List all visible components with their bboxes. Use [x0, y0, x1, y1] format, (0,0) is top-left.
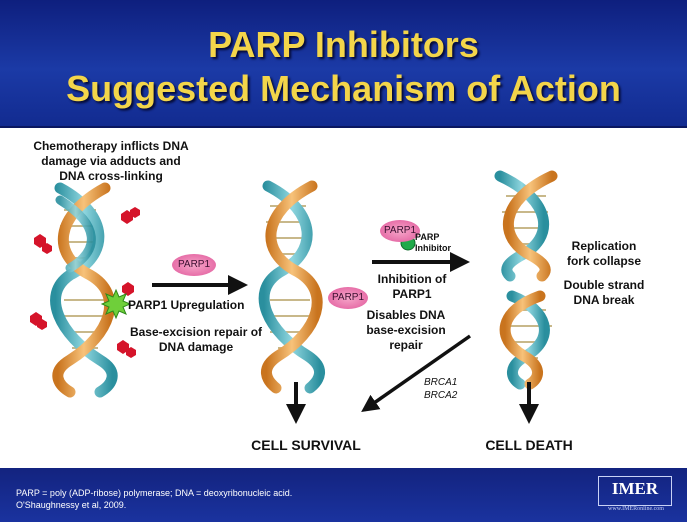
- parp1-enzyme-badge-inhibited: PARP1: [380, 220, 420, 242]
- parp1-enzyme-badge-left: PARP1: [172, 254, 216, 276]
- parp1-enzyme-badge-middle: PARP1: [328, 287, 368, 309]
- disables-line-3: repair: [389, 338, 423, 352]
- chemo-line-3: DNA cross-linking: [59, 169, 163, 183]
- title-line-2: Suggested Mechanism of Action: [66, 68, 621, 109]
- brca-caption: BRCA1 BRCA2: [424, 376, 484, 402]
- footnote-citation: O'Shaughnessy et al, 2009.: [16, 500, 127, 510]
- double-strand-line-2: DNA break: [573, 293, 635, 307]
- ber-line-1: Base-excision repair of: [129, 325, 263, 339]
- inhibition-line-2: PARP1: [392, 287, 432, 301]
- chemo-line-2: damage via adducts and: [41, 154, 181, 168]
- brca1-label: BRCA1: [424, 377, 458, 388]
- disables-repair-caption: Disables DNA base-excision repair: [354, 308, 458, 353]
- upregulation-caption: PARP1 Upregulation: [128, 298, 245, 312]
- inhibition-caption: Inhibition of PARP1: [362, 272, 462, 302]
- arrow-brca-rescue: [361, 334, 472, 413]
- replication-line-2: fork collapse: [566, 254, 642, 268]
- disables-line-1: Disables DNA: [366, 308, 446, 322]
- ber-line-2: DNA damage: [158, 340, 234, 354]
- title-banner: PARP Inhibitors Suggested Mechanism of A…: [0, 0, 687, 128]
- parp-inhibitor-caption: PARP Inhibitor: [415, 232, 475, 254]
- inhibition-line-1: Inhibition of: [377, 272, 447, 286]
- dna-helix-middle: [258, 180, 325, 394]
- cell-survival-label: CELL SURVIVAL: [251, 437, 361, 453]
- inhibitor-line-1: PARP: [415, 232, 440, 242]
- replication-line-1: Replication: [571, 239, 637, 253]
- damage-site-star-icon: [100, 288, 132, 320]
- footer-bar: [0, 468, 687, 522]
- imer-logo: IMER: [598, 476, 672, 506]
- double-strand-line-1: Double strand: [563, 278, 645, 292]
- inhibitor-line-2: Inhibitor: [415, 243, 451, 253]
- replication-caption: Replication fork collapse: [556, 239, 652, 269]
- double-strand-caption: Double strand DNA break: [556, 278, 652, 308]
- title-line-1: PARP Inhibitors: [208, 24, 479, 65]
- footnote-definitions: PARP = poly (ADP-ribose) polymerase; DNA…: [16, 488, 293, 498]
- cell-death-label: CELL DEATH: [485, 437, 573, 453]
- dna-helix-left: [50, 182, 118, 398]
- disables-line-2: base-excision: [366, 323, 446, 337]
- imer-logo-url: www.IMERonline.com: [608, 506, 664, 512]
- dna-damage-adducts: [30, 207, 140, 358]
- chemotherapy-caption: Chemotherapy inflicts DNA damage via add…: [18, 139, 204, 184]
- base-excision-caption: Base-excision repair of DNA damage: [118, 325, 274, 355]
- brca2-label: BRCA2: [424, 390, 458, 401]
- dna-helix-right-broken: [494, 170, 558, 390]
- chemo-line-1: Chemotherapy inflicts DNA: [33, 139, 189, 153]
